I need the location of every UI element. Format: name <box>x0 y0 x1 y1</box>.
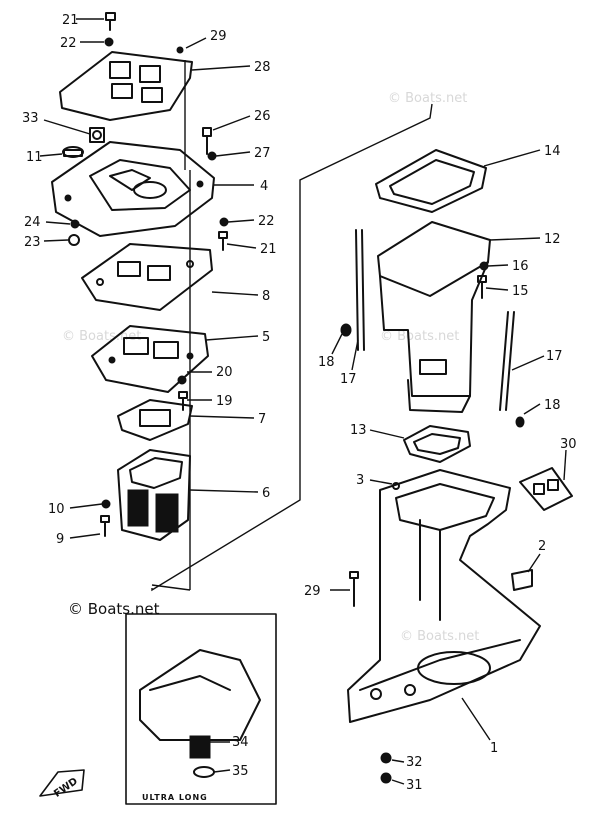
callout-5: 5 <box>262 330 270 345</box>
fwd-label: FWD <box>52 776 80 800</box>
callout-24: 24 <box>24 215 41 230</box>
callout-14: 14 <box>544 144 561 159</box>
bolt-19 <box>178 391 188 411</box>
washer-26 <box>207 151 217 161</box>
watermark-right-middle: © Boats.net <box>380 329 459 344</box>
bolt-28 <box>176 46 184 54</box>
bolt-15 <box>477 275 487 299</box>
washer-22-right <box>219 217 229 227</box>
tube-17-right <box>499 311 515 411</box>
bolt-25 <box>202 127 212 155</box>
callout-11: 11 <box>26 150 43 165</box>
exhaust-manifold-5 <box>91 325 209 393</box>
muffler-6 <box>117 449 191 541</box>
callout-29: 29 <box>304 584 321 599</box>
callout-27: 28 <box>254 60 271 75</box>
plate-30 <box>519 467 573 511</box>
watermark-bottom-left: © Boats.net <box>68 600 160 618</box>
callout-23: 23 <box>24 235 41 250</box>
exhaust-housing-4 <box>51 141 215 237</box>
callout-3: 3 <box>356 473 364 488</box>
part-34 <box>189 735 211 759</box>
plate-8 <box>81 243 213 311</box>
grommet-18-left <box>340 323 352 337</box>
callout-17-left: 17 <box>340 372 357 387</box>
oil-pan-12 <box>377 221 491 413</box>
callout-8: 8 <box>262 289 270 304</box>
callout-2: 2 <box>538 539 546 554</box>
washer-16 <box>479 261 489 271</box>
callout-12: 12 <box>544 232 561 247</box>
watermark-top-right: © Boats.net <box>388 91 467 106</box>
callout-20: 20 <box>216 365 233 380</box>
grommet-18-right <box>515 416 525 428</box>
callout-22-top: 22 <box>60 36 77 51</box>
callout-1: 1 <box>490 741 498 756</box>
callout-35: 35 <box>232 764 249 779</box>
callout-labels: 21 22 29 28 33 11 26 27 4 22 21 24 23 8 … <box>22 13 577 793</box>
washer-22-top <box>104 37 114 47</box>
bolt-31 <box>380 772 392 784</box>
fwd-badge: FWD <box>39 769 85 800</box>
callout-26: 27 <box>254 146 271 161</box>
gasket-27 <box>59 51 193 121</box>
callout-10: 10 <box>48 502 65 517</box>
callout-16: 16 <box>512 259 529 274</box>
callout-30: 30 <box>560 437 577 452</box>
plug-2 <box>511 569 533 591</box>
gasket-14 <box>375 149 487 213</box>
callout-18-left: 18 <box>318 355 335 370</box>
tube-17-left <box>355 229 365 351</box>
gasket-7 <box>117 399 193 441</box>
callout-13: 13 <box>350 423 367 438</box>
seal-13 <box>403 425 471 463</box>
bolt-21-top <box>105 12 116 31</box>
bolt-9 <box>100 515 110 537</box>
callout-31: 31 <box>406 778 423 793</box>
assembly-bracket-bottom <box>151 584 191 591</box>
assembly-bracket-left <box>151 103 433 592</box>
callout-4: 4 <box>260 179 268 194</box>
callout-25: 26 <box>254 109 271 124</box>
callout-28: 29 <box>210 29 227 44</box>
washer-24 <box>70 219 80 229</box>
callout-32: 32 <box>406 755 423 770</box>
washer-20 <box>177 375 187 385</box>
callout-21-right: 21 <box>260 242 277 257</box>
cap-11 <box>62 146 84 158</box>
washer-10 <box>101 499 111 509</box>
callout-21-top: 21 <box>62 13 79 28</box>
callout-34: 34 <box>232 735 249 750</box>
fitting-33 <box>89 127 105 143</box>
callout-33: 33 <box>22 111 39 126</box>
callout-18-right: 18 <box>544 398 561 413</box>
callout-6: 6 <box>262 486 270 501</box>
ultra-long-inset: ULTRA LONG <box>125 613 277 805</box>
callout-leaders <box>39 18 567 785</box>
callout-7: 7 <box>258 412 266 427</box>
part-35 <box>193 766 215 778</box>
callout-19: 19 <box>216 394 233 409</box>
callout-22-right: 22 <box>258 214 275 229</box>
bolt-21-right <box>218 231 228 251</box>
washer-32 <box>380 752 392 764</box>
callout-17-right: 17 <box>546 349 563 364</box>
callout-9: 9 <box>56 532 64 547</box>
watermark-left-middle: © Boats.net <box>62 329 141 344</box>
bolt-29 <box>349 571 359 607</box>
watermark-center: © Boats.net <box>400 629 479 644</box>
callout-15: 15 <box>512 284 529 299</box>
bolt-23 <box>68 234 80 246</box>
inset-caption: ULTRA LONG <box>142 793 208 802</box>
upper-casing-1 <box>347 469 541 723</box>
